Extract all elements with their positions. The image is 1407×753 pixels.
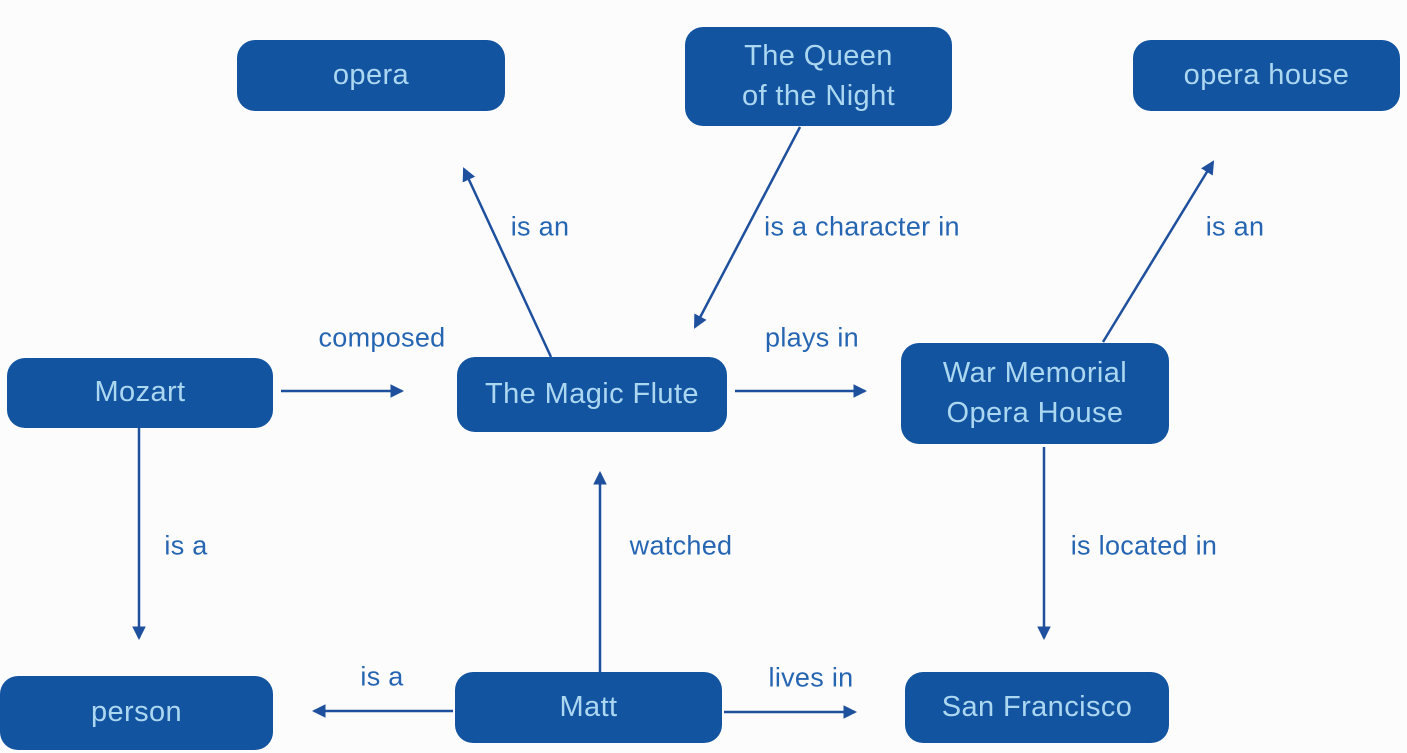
node-san-francisco: San Francisco xyxy=(905,672,1169,743)
edge-label-is-an-opera: is an xyxy=(510,211,570,242)
edge-arrow-character-in xyxy=(693,126,802,329)
node-queen-of-the-night: The Queen of the Night xyxy=(685,27,952,126)
edge-label-is-located-in: is located in xyxy=(1070,530,1218,561)
edge-label-watched: watched xyxy=(629,530,733,561)
edge-label-lives-in: lives in xyxy=(768,662,854,693)
node-opera-house: opera house xyxy=(1133,40,1400,111)
edge-label-is-an-house: is an xyxy=(1205,211,1265,242)
node-opera: opera xyxy=(237,40,505,111)
node-person: person xyxy=(0,676,273,750)
node-the-magic-flute: The Magic Flute xyxy=(457,357,727,432)
edge-label-is-a-character-in: is a character in xyxy=(764,211,960,242)
node-war-memorial-opera-house: War Memorial Opera House xyxy=(901,343,1169,444)
node-mozart: Mozart xyxy=(7,358,273,428)
edge-label-is-a-mozart: is a xyxy=(164,530,208,561)
edge-label-is-a-matt: is a xyxy=(360,661,404,692)
node-matt: Matt xyxy=(455,672,722,743)
edge-label-composed: composed xyxy=(318,322,446,353)
edge-arrow-is-an-opera xyxy=(462,167,553,358)
edge-arrow-is-an-house xyxy=(1101,160,1215,343)
edge-label-plays-in: plays in xyxy=(765,322,859,353)
